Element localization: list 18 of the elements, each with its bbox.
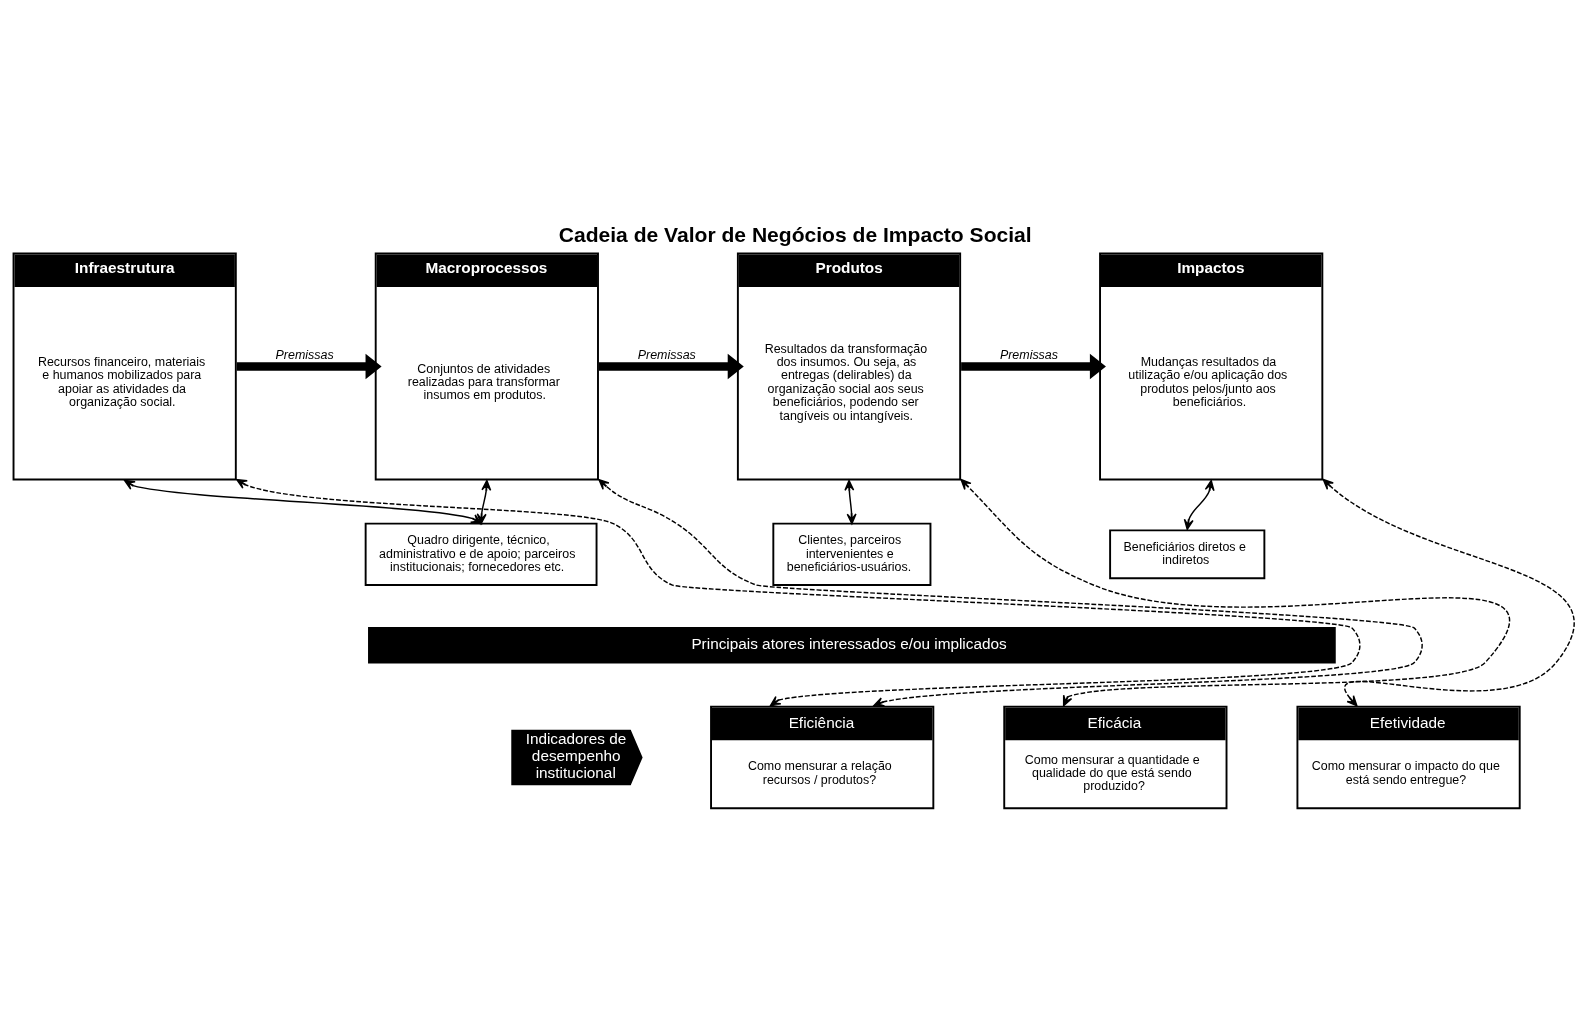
arrow <box>598 353 744 380</box>
arrow <box>236 478 1361 707</box>
arrow <box>1322 478 1575 707</box>
arrow <box>1183 479 1215 531</box>
edge-label: Premissas <box>275 348 334 363</box>
diagram-title: Cadeia de Valor de Negócios de Impacto Social <box>558 222 1032 246</box>
node-box: Beneficiários diretos e indiretos <box>1109 529 1266 580</box>
edge-label: Premissas <box>637 348 696 363</box>
edge-label: Premissas <box>999 348 1058 363</box>
arrow <box>598 478 1423 707</box>
node-box: Quadro dirigente, técnico, administrativo e de apoio; parceiros institucionais; fornecedores etc. <box>364 522 598 586</box>
node-box: Clientes, parceiros intervenientes e beneficiários-usuários. <box>772 522 932 586</box>
arrow <box>476 479 492 525</box>
arrow <box>236 353 382 380</box>
arrow <box>960 478 1510 707</box>
node-box: Principais atores interessados e/ou implicados <box>368 627 1336 664</box>
arrow <box>961 353 1106 380</box>
arrow <box>844 479 857 525</box>
